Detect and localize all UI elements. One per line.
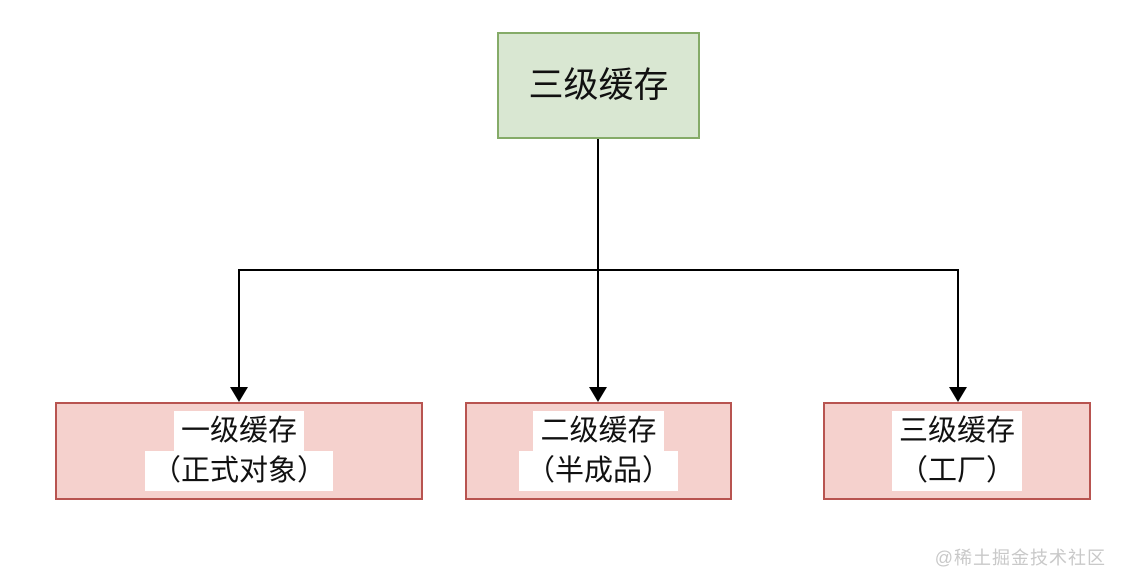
node-level1-label: 一级缓存 — [173, 411, 304, 451]
node-level1-sublabel: （正式对象） — [144, 451, 333, 491]
watermark: @稀土掘金技术社区 — [934, 548, 1106, 568]
node-root-cache: 三级缓存 — [497, 32, 700, 139]
node-level1-cache: 一级缓存 （正式对象） — [55, 402, 423, 500]
node-root-label: 三级缓存 — [528, 65, 669, 105]
edge-horizontal-bar — [238, 269, 959, 271]
node-level2-label: 二级缓存 — [533, 411, 664, 451]
arrowhead-right-icon — [949, 387, 967, 402]
edge-branch-left — [238, 271, 240, 390]
node-level3-cache: 三级缓存 （工厂） — [823, 402, 1091, 500]
node-level2-cache: 二级缓存 （半成品） — [465, 402, 732, 500]
node-level2-sublabel: （半成品） — [518, 451, 678, 491]
node-level3-sublabel: （工厂） — [891, 451, 1022, 491]
node-level3-label: 三级缓存 — [891, 411, 1022, 451]
arrowhead-middle-icon — [589, 387, 607, 402]
edge-root-trunk — [597, 139, 599, 390]
arrowhead-left-icon — [230, 387, 248, 402]
edge-branch-right — [957, 271, 959, 390]
